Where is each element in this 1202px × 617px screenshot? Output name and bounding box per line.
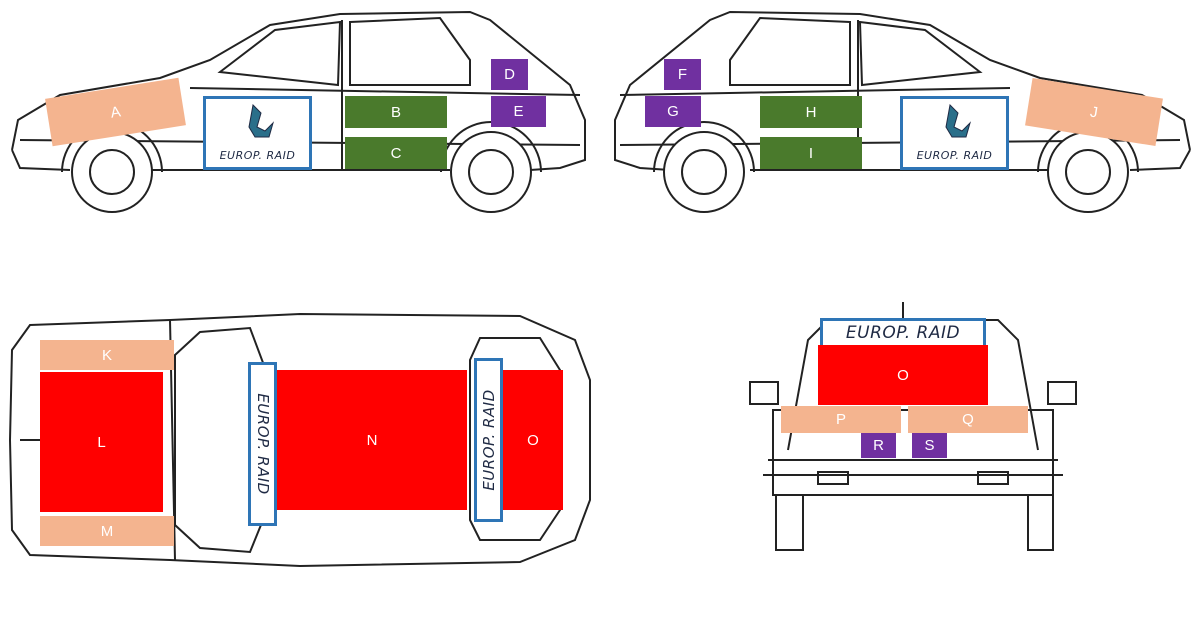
left-side-view: A EUROP. RAID B C D E [0,0,600,230]
europraid-emblem-icon [936,103,976,143]
rear-view: EUROP. RAID O P Q R S [748,300,1078,617]
zone-g: G [645,96,701,127]
zone-n: N [277,370,467,510]
zone-d: D [491,59,528,90]
zone-p: P [781,406,901,433]
europraid-logo-windshield: EUROP. RAID [248,362,277,526]
zone-f: F [664,59,701,90]
europraid-logo-rear-spoiler: EUROP. RAID [820,318,986,348]
zone-s: S [912,433,947,458]
zone-m: M [40,516,174,546]
zone-i: I [760,137,862,169]
logo-text: EUROP. RAID [917,149,993,162]
zone-c: C [345,137,447,169]
zone-k: K [40,340,174,370]
zone-h: H [760,96,862,128]
europraid-logo-rear-window: EUROP. RAID [474,358,503,522]
zone-o-top: O [503,370,563,510]
zone-q: Q [908,406,1028,433]
logo-text: EUROP. RAID [846,323,960,343]
zone-b: B [345,96,447,128]
europraid-logo-left-door: EUROP. RAID [203,96,312,170]
europraid-logo-right-door: EUROP. RAID [900,96,1009,170]
zone-l: L [40,372,163,512]
logo-text: EUROP. RAID [254,393,272,494]
europraid-emblem-icon [239,103,279,143]
zone-o-rear: O [818,345,988,405]
right-side-view: F G H I EUROP. RAID J [600,0,1202,230]
logo-text: EUROP. RAID [480,389,498,490]
logo-text: EUROP. RAID [220,149,296,162]
zone-e: E [491,96,546,127]
zone-r: R [861,433,896,458]
top-view: K L M EUROP. RAID N EUROP. RAID O [0,300,600,590]
